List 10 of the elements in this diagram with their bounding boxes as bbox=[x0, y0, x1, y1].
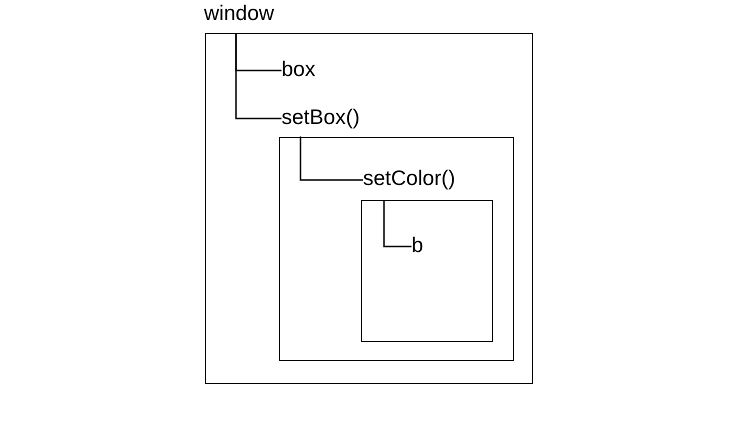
tree-label: setBox() bbox=[282, 106, 360, 130]
tree-label: setColor() bbox=[363, 167, 456, 191]
tree-label: box bbox=[282, 58, 316, 82]
tree-connector bbox=[235, 33, 282, 120]
tree-connector bbox=[383, 200, 412, 248]
nested-box bbox=[361, 200, 493, 342]
tree-connector bbox=[300, 136, 363, 181]
tree-label: b bbox=[412, 234, 424, 258]
box-label: window bbox=[204, 2, 274, 26]
nested-box bbox=[278, 136, 514, 360]
